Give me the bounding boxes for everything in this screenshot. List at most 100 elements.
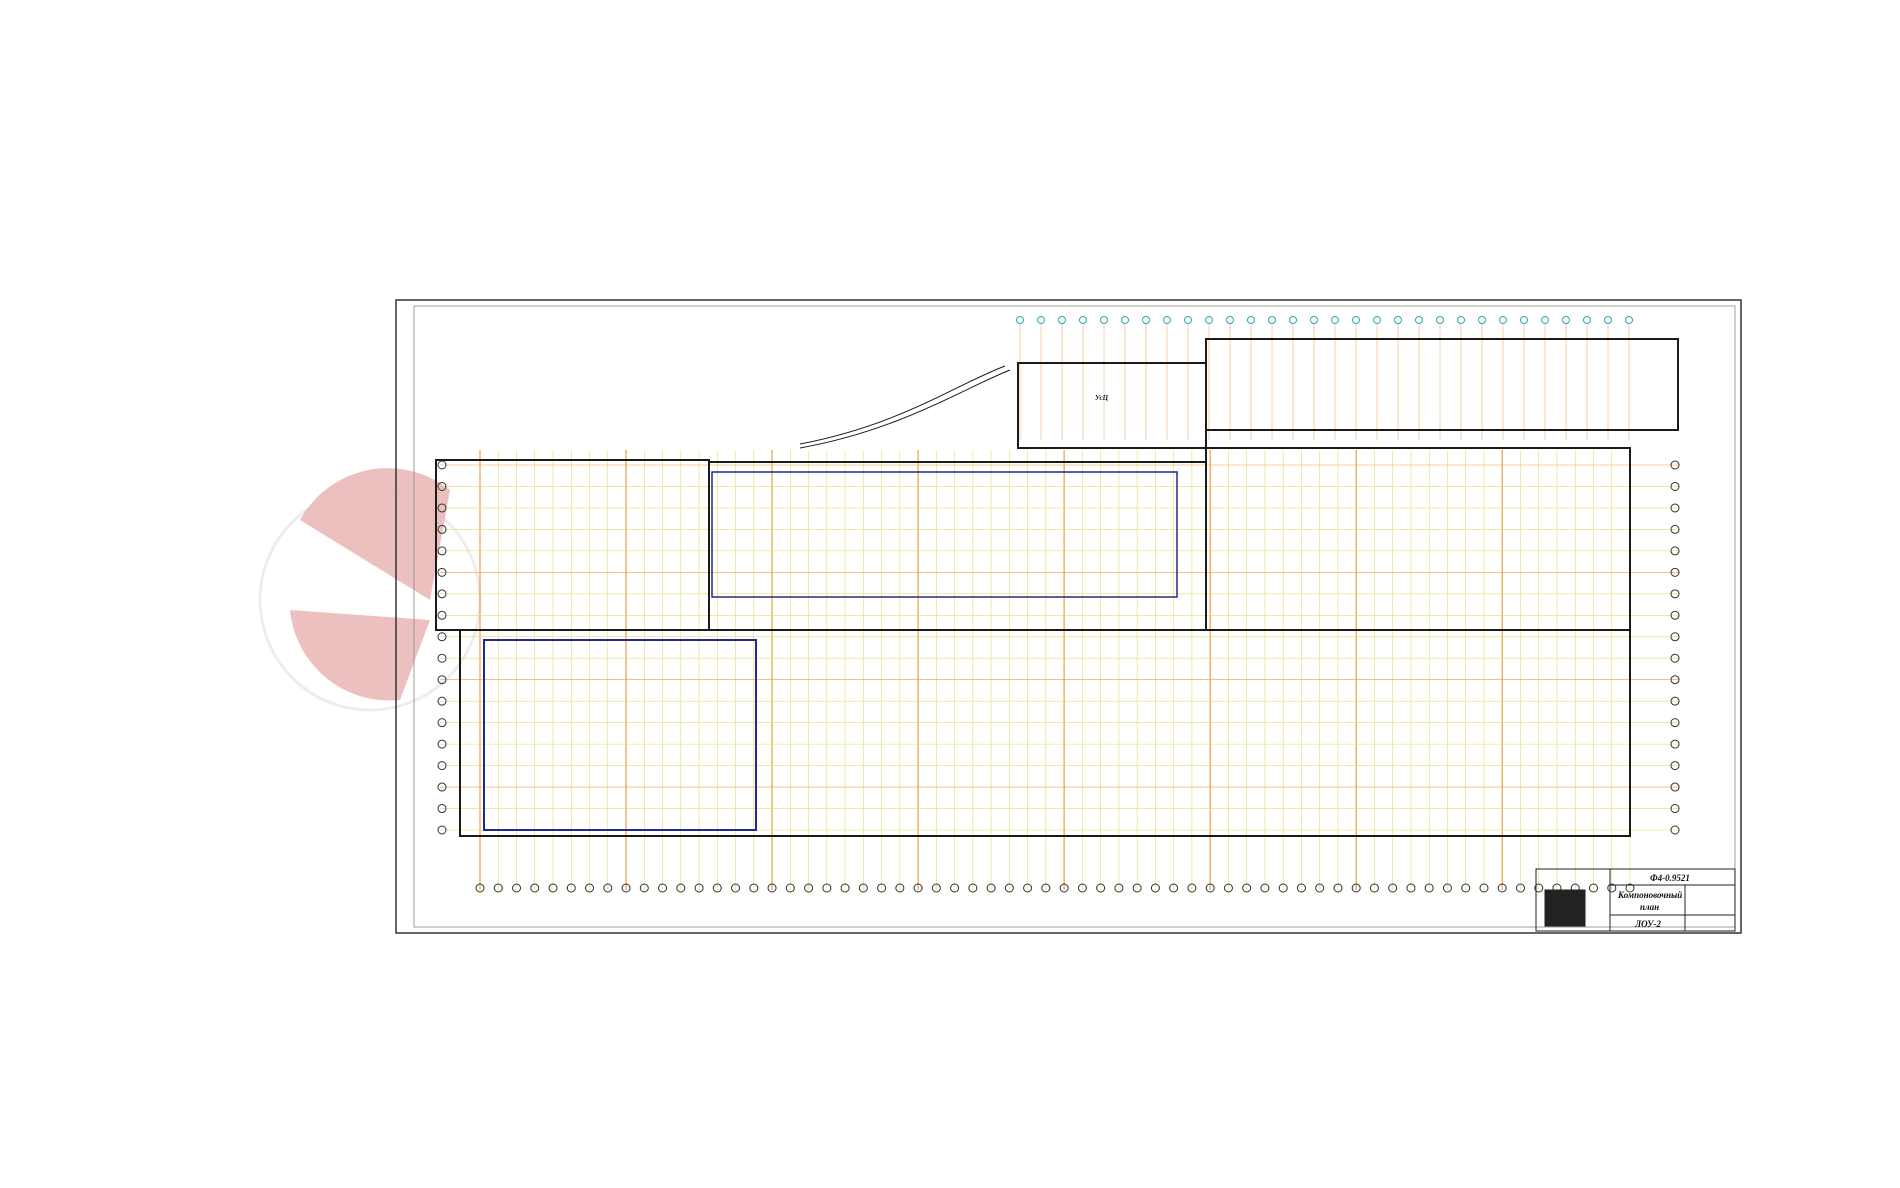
axis-bubble xyxy=(1588,883,1598,893)
axis-bubble xyxy=(749,883,759,893)
axis-bubble xyxy=(1670,825,1680,835)
axis-bubble xyxy=(1205,883,1215,893)
axis-bubble xyxy=(913,883,923,893)
axis-bubble xyxy=(437,825,447,835)
axis-bubble xyxy=(437,653,447,663)
axis-bubble xyxy=(566,883,576,893)
axis-bubble xyxy=(950,883,960,893)
axis-bubble xyxy=(1415,316,1423,324)
axis-bubble xyxy=(658,883,668,893)
drawing-code: Ф4-0.9521 xyxy=(1650,873,1690,883)
axis-bubble xyxy=(1352,316,1360,324)
axis-bubble xyxy=(1541,316,1549,324)
axis-bubble xyxy=(1670,524,1680,534)
axis-bubble xyxy=(1077,883,1087,893)
axis-bubble xyxy=(585,883,595,893)
axis-bubble xyxy=(840,883,850,893)
axis-bubble xyxy=(1114,883,1124,893)
railway-curve xyxy=(799,369,1011,449)
axis-bubble xyxy=(731,883,741,893)
axis-bubble xyxy=(1499,316,1507,324)
axis-bubble xyxy=(1670,718,1680,728)
axis-bubble xyxy=(1670,567,1680,577)
axis-bubble xyxy=(437,782,447,792)
axis-bubble xyxy=(437,524,447,534)
axis-bubble xyxy=(437,610,447,620)
block-top-middle-inner xyxy=(711,471,1178,598)
axis-bubble xyxy=(1625,316,1633,324)
axis-bubble xyxy=(1096,883,1106,893)
axis-bubble xyxy=(1079,316,1087,324)
axis-bubble xyxy=(1373,316,1381,324)
axis-bubble xyxy=(475,883,485,893)
axis-bubble xyxy=(986,883,996,893)
axis-bubble xyxy=(437,481,447,491)
axis-bubble xyxy=(1296,883,1306,893)
axis-bubble xyxy=(1163,316,1171,324)
axis-bubble xyxy=(1670,546,1680,556)
axis-bubble xyxy=(1331,316,1339,324)
axis-bubble xyxy=(1242,883,1252,893)
axis-bubble xyxy=(437,546,447,556)
axis-bubble xyxy=(1442,883,1452,893)
axis-bubble xyxy=(1457,316,1465,324)
axis-bubble xyxy=(1670,632,1680,642)
block-top-left xyxy=(435,459,710,631)
axis-bubble xyxy=(858,883,868,893)
drawing-title-line2: план xyxy=(1640,902,1659,912)
axis-bubble xyxy=(1260,883,1270,893)
axis-bubble xyxy=(639,883,649,893)
block-uk xyxy=(1017,362,1207,449)
axis-markers xyxy=(437,316,1680,893)
axis-bubble xyxy=(1562,316,1570,324)
axis-bubble xyxy=(603,883,613,893)
axis-bubble xyxy=(437,589,447,599)
axis-bubble xyxy=(1670,610,1680,620)
axis-bubble xyxy=(785,883,795,893)
axis-bubble xyxy=(1670,804,1680,814)
axis-bubble xyxy=(1604,316,1612,324)
axis-bubble xyxy=(822,883,832,893)
axis-bubble xyxy=(1004,883,1014,893)
axis-bubble xyxy=(1100,316,1108,324)
axis-bubble xyxy=(1315,883,1325,893)
axis-bubble xyxy=(1394,316,1402,324)
axis-bubble xyxy=(1187,883,1197,893)
axis-bubble xyxy=(1142,316,1150,324)
axis-bubble xyxy=(437,460,447,470)
axis-bubble xyxy=(437,632,447,642)
axis-bubble xyxy=(1515,883,1525,893)
grid-lines xyxy=(440,324,1680,890)
axis-bubble xyxy=(1670,503,1680,513)
axis-bubble xyxy=(1278,883,1288,893)
axis-bubble xyxy=(493,883,503,893)
axis-bubble xyxy=(437,675,447,685)
axis-bubble xyxy=(1670,460,1680,470)
axis-bubble xyxy=(694,883,704,893)
axis-bubble xyxy=(1670,675,1680,685)
axis-bubble xyxy=(1369,883,1379,893)
axis-bubble xyxy=(1607,883,1617,893)
axis-bubble xyxy=(1169,883,1179,893)
axis-bubble xyxy=(1424,883,1434,893)
axis-bubble xyxy=(1268,316,1276,324)
axis-bubble xyxy=(1436,316,1444,324)
axis-bubble xyxy=(1351,883,1361,893)
uk-block-label: УсЦ xyxy=(1095,394,1109,402)
axis-bubble xyxy=(1121,316,1129,324)
axis-bubble xyxy=(437,761,447,771)
watermark-logo xyxy=(258,468,482,712)
axis-bubble xyxy=(931,883,941,893)
axis-bubble xyxy=(1037,316,1045,324)
axis-bubble xyxy=(1625,883,1635,893)
sheet-frame xyxy=(395,299,1742,934)
title-block xyxy=(1535,868,1736,932)
axis-bubble xyxy=(1670,481,1680,491)
axis-bubble xyxy=(1150,883,1160,893)
axis-bubble xyxy=(712,883,722,893)
axis-bubble xyxy=(1670,782,1680,792)
axis-bubble xyxy=(1059,883,1069,893)
axis-bubble xyxy=(1247,316,1255,324)
block-lower-left-inner xyxy=(483,639,757,831)
